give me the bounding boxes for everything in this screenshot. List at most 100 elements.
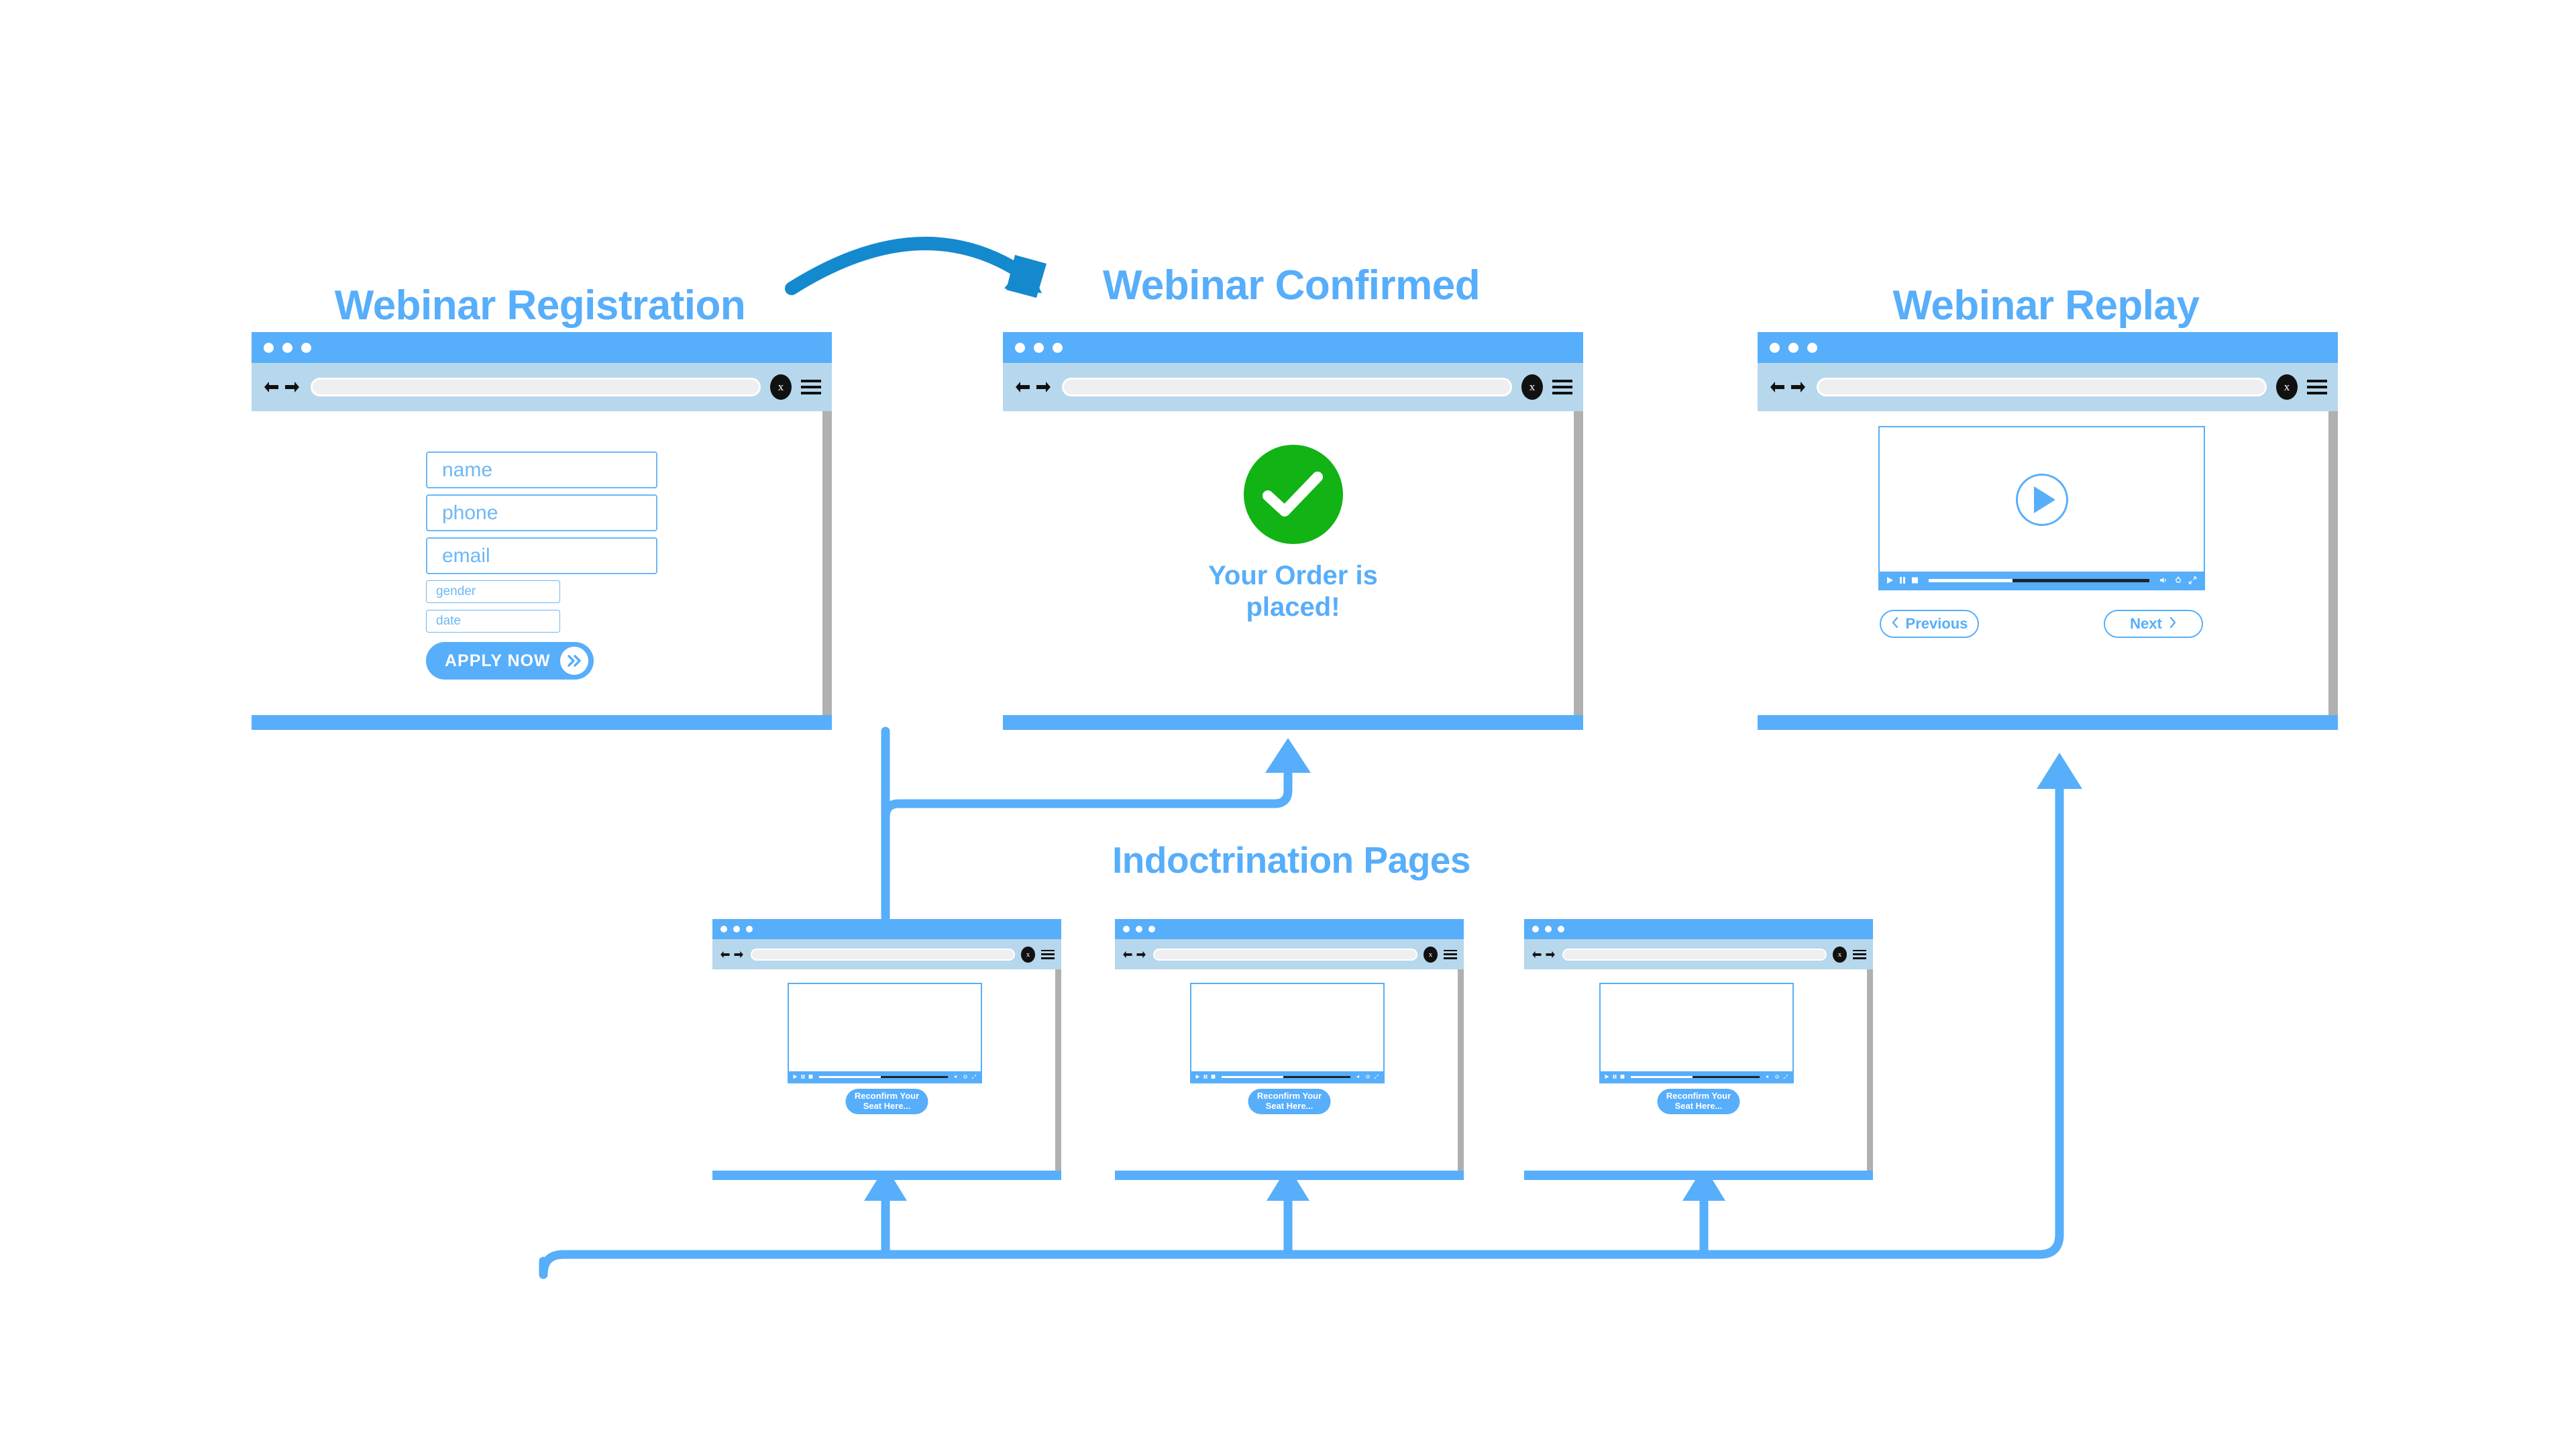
x-circle-icon[interactable]: x xyxy=(1424,946,1438,963)
video-screen[interactable] xyxy=(1191,984,1383,1071)
play-icon[interactable] xyxy=(1195,1074,1200,1079)
address-bar-input[interactable] xyxy=(1153,948,1417,961)
window-dot-minimize[interactable] xyxy=(282,342,292,353)
address-bar-input[interactable] xyxy=(751,948,1015,961)
window-dot-close[interactable] xyxy=(1123,926,1130,932)
window-dot-close[interactable] xyxy=(1770,342,1780,353)
fullscreen-icon[interactable] xyxy=(2188,576,2197,584)
video-progress-bar[interactable] xyxy=(816,1075,951,1078)
fullscreen-icon[interactable] xyxy=(1374,1074,1379,1079)
x-circle-icon[interactable]: x xyxy=(1521,374,1543,400)
arrow-right-icon[interactable] xyxy=(1790,380,1807,394)
previous-button[interactable]: Previous xyxy=(1880,610,1979,638)
video-progress-bar[interactable] xyxy=(1628,1075,1762,1078)
arrow-left-icon[interactable] xyxy=(1014,380,1031,394)
window-dot-maximize[interactable] xyxy=(1558,926,1564,932)
window-dot-maximize[interactable] xyxy=(301,342,311,353)
x-circle-icon[interactable]: x xyxy=(770,374,792,400)
address-bar-input[interactable] xyxy=(1062,378,1512,396)
vertical-scrollbar[interactable] xyxy=(1574,411,1583,715)
arrow-right-icon[interactable] xyxy=(733,950,745,959)
hamburger-menu-icon[interactable] xyxy=(1552,380,1572,394)
next-button[interactable]: Next xyxy=(2104,610,2203,638)
play-button-icon[interactable] xyxy=(2015,473,2068,526)
address-bar-input[interactable] xyxy=(1817,378,2267,396)
volume-icon[interactable] xyxy=(1766,1074,1771,1079)
stop-icon[interactable] xyxy=(1620,1074,1625,1079)
x-circle-icon[interactable]: x xyxy=(2276,374,2298,400)
volume-icon[interactable] xyxy=(1356,1074,1362,1079)
arrow-right-icon[interactable] xyxy=(284,380,301,394)
volume-icon[interactable] xyxy=(954,1074,959,1079)
video-progress-bar[interactable] xyxy=(1925,578,2153,582)
pause-icon[interactable] xyxy=(801,1074,805,1079)
reconfirm-seat-button[interactable]: Reconfirm Your Seat Here... xyxy=(1248,1089,1331,1114)
address-bar-input[interactable] xyxy=(311,378,761,396)
volume-icon[interactable] xyxy=(2159,576,2168,584)
video-player[interactable] xyxy=(1599,983,1794,1083)
window-dot-minimize[interactable] xyxy=(1545,926,1552,932)
reconfirm-seat-button[interactable]: Reconfirm Your Seat Here... xyxy=(845,1089,928,1114)
arrow-left-icon[interactable] xyxy=(1531,950,1542,959)
vertical-scrollbar[interactable] xyxy=(822,411,832,715)
arrow-left-icon[interactable] xyxy=(1122,950,1133,959)
arrow-left-icon[interactable] xyxy=(719,950,731,959)
window-dot-close[interactable] xyxy=(264,342,274,353)
window-dot-maximize[interactable] xyxy=(746,926,753,932)
arrow-left-icon[interactable] xyxy=(262,380,280,394)
stop-icon[interactable] xyxy=(808,1074,813,1079)
arrow-right-icon[interactable] xyxy=(1035,380,1053,394)
hamburger-menu-icon[interactable] xyxy=(1444,949,1457,959)
apply-now-button[interactable]: APPLY NOW xyxy=(426,642,594,680)
stop-icon[interactable] xyxy=(1211,1074,1216,1079)
window-dot-minimize[interactable] xyxy=(1788,342,1799,353)
video-progress-bar[interactable] xyxy=(1219,1075,1353,1078)
x-circle-icon[interactable]: x xyxy=(1833,946,1847,963)
hamburger-menu-icon[interactable] xyxy=(801,380,821,394)
name-field[interactable]: name xyxy=(426,451,657,488)
window-dot-close[interactable] xyxy=(1015,342,1025,353)
hamburger-menu-icon[interactable] xyxy=(1041,949,1055,959)
reconfirm-seat-button[interactable]: Reconfirm Your Seat Here... xyxy=(1657,1089,1740,1114)
window-dot-close[interactable] xyxy=(1532,926,1539,932)
vertical-scrollbar[interactable] xyxy=(1867,969,1873,1171)
arrow-left-icon[interactable] xyxy=(1768,380,1786,394)
window-dot-maximize[interactable] xyxy=(1148,926,1155,932)
window-dot-minimize[interactable] xyxy=(733,926,740,932)
video-screen[interactable] xyxy=(1880,427,2204,572)
settings-icon[interactable] xyxy=(1365,1074,1371,1079)
address-bar-input[interactable] xyxy=(1562,948,1827,961)
video-player[interactable] xyxy=(788,983,982,1083)
video-screen[interactable] xyxy=(1601,984,1792,1071)
x-circle-icon[interactable]: x xyxy=(1021,946,1035,963)
phone-field[interactable]: phone xyxy=(426,494,657,531)
video-player[interactable] xyxy=(1190,983,1385,1083)
vertical-scrollbar[interactable] xyxy=(1458,969,1464,1171)
window-dot-maximize[interactable] xyxy=(1807,342,1817,353)
settings-icon[interactable] xyxy=(2174,576,2182,584)
window-dot-maximize[interactable] xyxy=(1053,342,1063,353)
pause-icon[interactable] xyxy=(1203,1074,1208,1079)
fullscreen-icon[interactable] xyxy=(971,1074,977,1079)
stop-icon[interactable] xyxy=(1911,576,1919,584)
pause-icon[interactable] xyxy=(1899,576,1906,584)
play-icon[interactable] xyxy=(1886,576,1894,584)
vertical-scrollbar[interactable] xyxy=(1055,969,1061,1171)
date-field[interactable]: date xyxy=(426,610,560,633)
arrow-right-icon[interactable] xyxy=(1545,950,1556,959)
window-dot-minimize[interactable] xyxy=(1136,926,1142,932)
pause-icon[interactable] xyxy=(1613,1074,1617,1079)
window-dot-minimize[interactable] xyxy=(1034,342,1044,353)
video-screen[interactable] xyxy=(789,984,981,1071)
play-icon[interactable] xyxy=(1605,1074,1609,1079)
settings-icon[interactable] xyxy=(1774,1074,1780,1079)
window-dot-close[interactable] xyxy=(720,926,727,932)
video-player[interactable] xyxy=(1878,426,2205,590)
settings-icon[interactable] xyxy=(963,1074,968,1079)
hamburger-menu-icon[interactable] xyxy=(1853,949,1866,959)
hamburger-menu-icon[interactable] xyxy=(2307,380,2327,394)
fullscreen-icon[interactable] xyxy=(1783,1074,1788,1079)
gender-field[interactable]: gender xyxy=(426,580,560,603)
play-icon[interactable] xyxy=(793,1074,798,1079)
arrow-right-icon[interactable] xyxy=(1136,950,1147,959)
